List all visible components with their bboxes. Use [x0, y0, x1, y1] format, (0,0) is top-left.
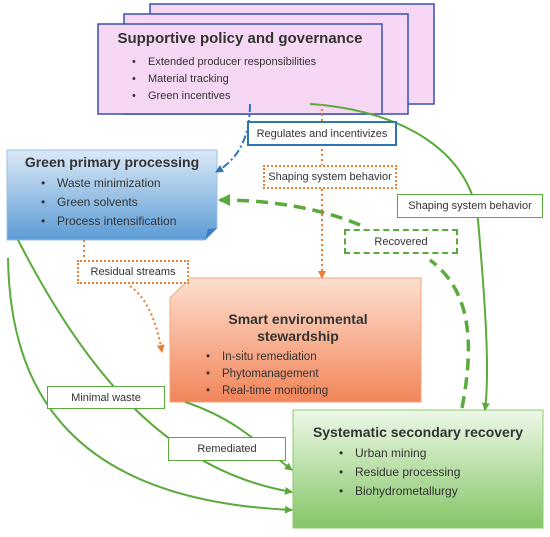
list-item: Phytomanagement: [206, 366, 416, 383]
stewardship-list: In-situ remediation Phytomanagement Real…: [206, 349, 416, 400]
list-item: Biohydrometallurgy: [339, 482, 543, 501]
label-residual: Residual streams: [77, 260, 189, 284]
list-item: In-situ remediation: [206, 349, 416, 366]
list-item: Extended producer responsibilities: [132, 54, 382, 71]
list-item: Urban mining: [339, 444, 543, 463]
label-regulates: Regulates and incentivizes: [247, 121, 397, 146]
policy-box: Supportive policy and governance Extende…: [98, 30, 382, 110]
list-item: Real-time monitoring: [206, 383, 416, 400]
regulates-arrow: [215, 103, 251, 173]
stewardship-title-line1: Smart environmental: [228, 311, 368, 327]
primary-box: Green primary processing Waste minimizat…: [7, 154, 217, 240]
stewardship-box: Smart environmental stewardship In-situ …: [180, 311, 416, 401]
policy-title: Supportive policy and governance: [117, 30, 363, 47]
stewardship-title-line2: stewardship: [257, 328, 339, 344]
list-item: Residue processing: [339, 463, 543, 482]
secondary-box: Systematic secondary recovery Urban mini…: [293, 424, 543, 528]
label-minimal-waste: Minimal waste: [47, 386, 165, 409]
list-item: Waste minimization: [41, 174, 217, 193]
list-item: Material tracking: [132, 71, 382, 88]
primary-list: Waste minimization Green solvents Proces…: [41, 174, 217, 231]
secondary-title: Systematic secondary recovery: [312, 424, 524, 440]
orange-arrows: [83, 104, 326, 353]
primary-title: Green primary processing: [24, 154, 200, 170]
recovered-arrows: [218, 194, 471, 409]
label-remediated: Remediated: [168, 437, 286, 461]
label-shaping-center: Shaping system behavior: [263, 165, 397, 189]
label-recovered: Recovered: [344, 229, 458, 254]
label-shaping-right: Shaping system behavior: [397, 194, 543, 218]
list-item: Process intensification: [41, 212, 217, 231]
secondary-list: Urban mining Residue processing Biohydro…: [339, 444, 543, 501]
policy-list: Extended producer responsibilities Mater…: [132, 54, 382, 105]
list-item: Green solvents: [41, 193, 217, 212]
list-item: Green incentives: [132, 88, 382, 105]
